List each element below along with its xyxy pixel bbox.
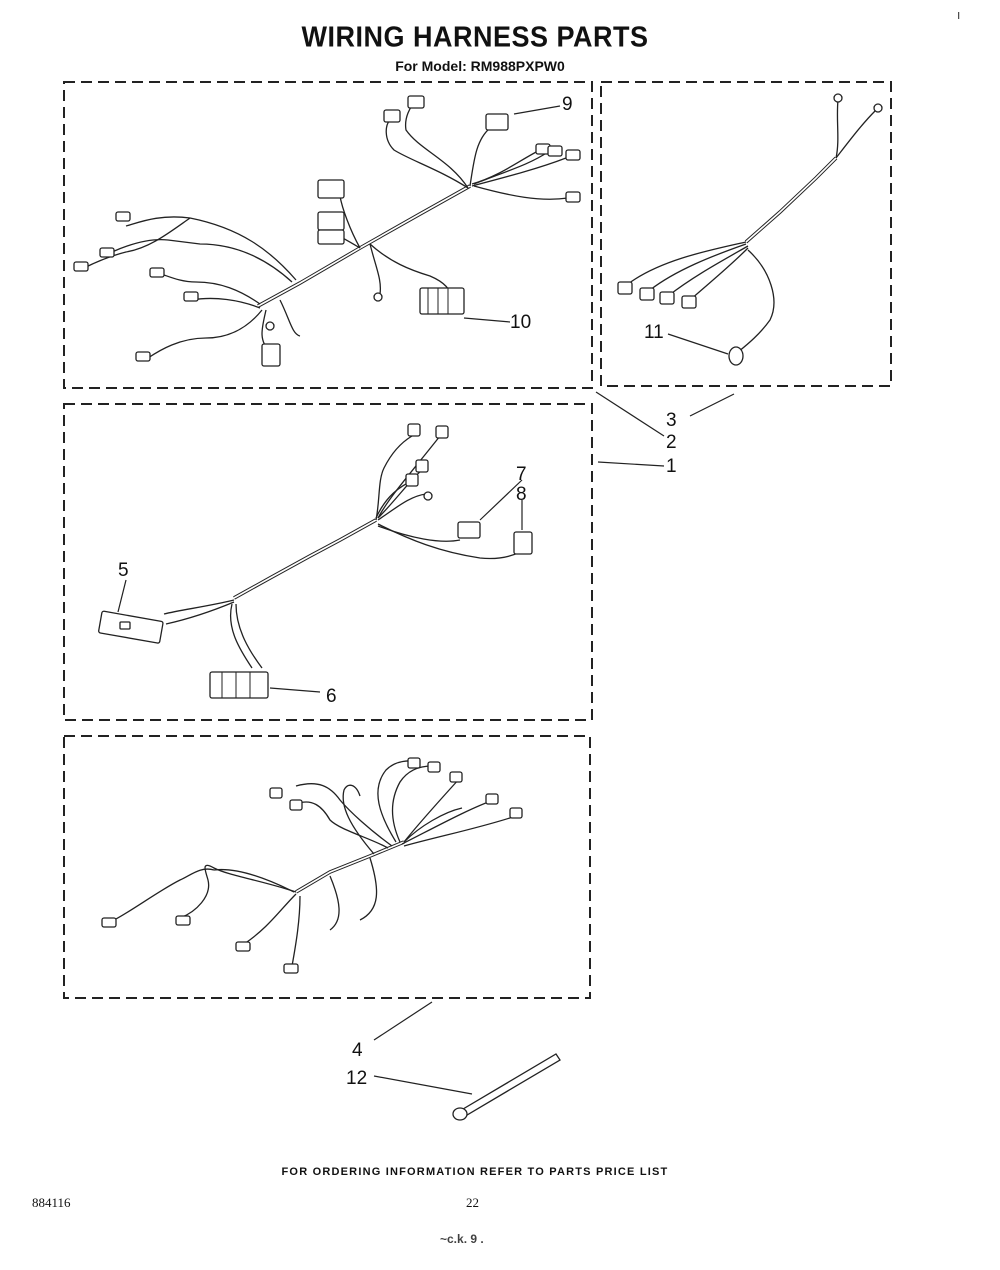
connector-8: [513, 531, 533, 555]
harness-assembly-4: [101, 757, 523, 974]
document-number: 884116: [32, 1195, 71, 1210]
connector-11: [728, 346, 744, 366]
connector-9: [485, 113, 509, 131]
model-subtitle: For Model: RM988PXPW0: [395, 58, 565, 74]
harness-assembly-1: 5 6 7 8: [98, 423, 533, 707]
callout-8: 8: [516, 484, 527, 505]
harness-assembly-2: 9 10: [73, 94, 581, 367]
connector-6: [209, 671, 269, 699]
callout-10: 10: [510, 312, 531, 333]
callout-3: 3: [666, 410, 677, 431]
connector-10: [419, 287, 465, 315]
harness-assembly-3: 11: [617, 93, 883, 366]
callout-5: 5: [118, 560, 129, 581]
ordering-note: FOR ORDERING INFORMATION REFER TO PARTS …: [281, 1166, 669, 1178]
connector-5: [98, 610, 164, 644]
corner-mark: ı: [957, 8, 961, 22]
handwritten-mark: ~c.k. 9 .: [440, 1232, 484, 1246]
callout-2: 2: [666, 432, 677, 453]
callout-4: 4: [352, 1040, 363, 1061]
connector-7: [457, 521, 481, 539]
callout-6: 6: [326, 686, 337, 707]
callout-11: 11: [644, 322, 664, 343]
callout-1: 1: [666, 456, 677, 477]
harness-box-3: [600, 81, 892, 387]
harness-box-4: [63, 735, 591, 999]
page-title: WIRING HARNESS PARTS: [301, 21, 649, 53]
page-number: 22: [466, 1195, 479, 1210]
callout-9: 9: [562, 94, 573, 115]
cable-tie-12: [452, 1053, 561, 1121]
harness-box-2: [63, 81, 593, 389]
callout-12: 12: [346, 1068, 367, 1089]
harness-box-1: [63, 403, 593, 721]
callout-7: 7: [516, 464, 527, 485]
